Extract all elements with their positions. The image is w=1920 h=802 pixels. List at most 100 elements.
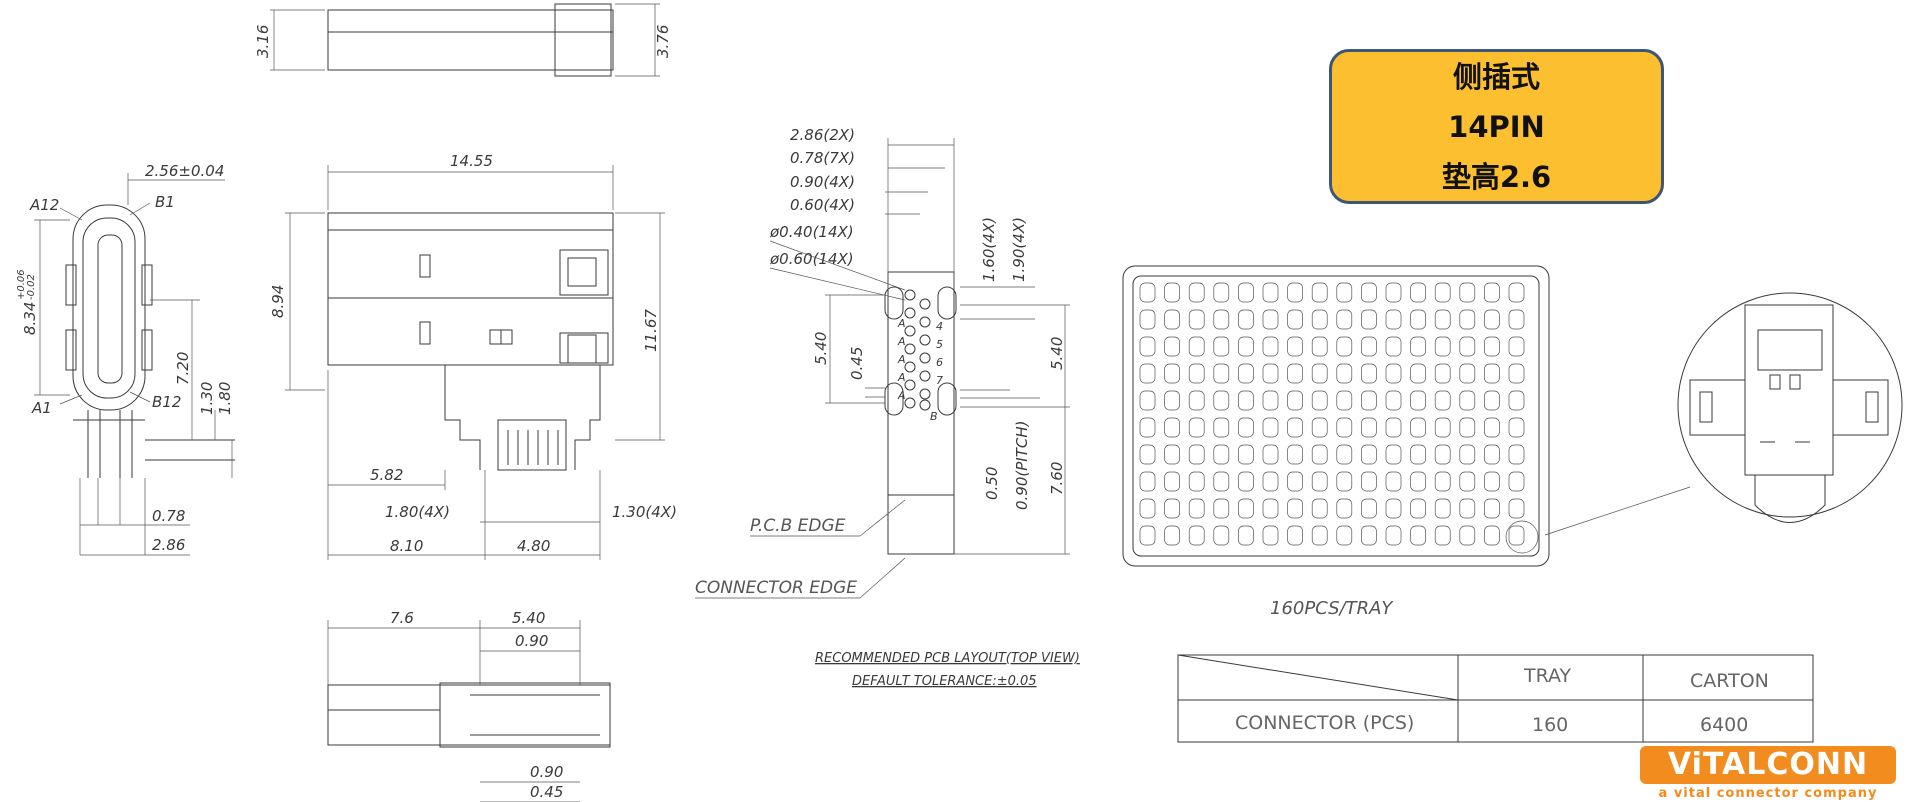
tray-pocket	[1287, 471, 1303, 492]
tray-pocket	[1484, 363, 1500, 384]
tray-pocket	[1385, 336, 1402, 357]
tray-pocket	[1361, 390, 1377, 411]
tray-pocket	[1459, 444, 1476, 465]
tray-pocket	[1139, 471, 1156, 492]
pcb-edge-label: P.C.B EDGE	[750, 516, 846, 536]
dim-11-67: 11.67	[642, 309, 660, 352]
tray-pocket	[1361, 498, 1377, 519]
pin-label: 6	[936, 356, 943, 369]
tray-pocket	[1213, 282, 1230, 303]
tray-pocket	[1311, 525, 1328, 546]
tray-pocket	[1262, 444, 1279, 465]
pin-label: 7	[936, 374, 943, 387]
tray-pocket	[1139, 390, 1156, 411]
tray-pocket	[1188, 525, 1205, 546]
tray-pocket	[1508, 471, 1525, 492]
tray-pocket	[1410, 498, 1426, 519]
pin-label: A	[897, 353, 906, 366]
tray-pocket	[1484, 309, 1500, 330]
tray-pocket	[1164, 525, 1180, 546]
pin-label: 5	[936, 338, 943, 351]
dim-8-34: 8.34	[21, 302, 39, 335]
tray-pocket	[1434, 525, 1451, 546]
tray-pocket	[1139, 309, 1156, 330]
tray-pocket	[1287, 525, 1303, 546]
tray-pocket	[1336, 417, 1353, 438]
tray-pocket	[1410, 336, 1426, 357]
pcb-dim-d0-60: ø0.60(14X)	[769, 250, 854, 268]
dim-3-16: 3.16	[254, 25, 272, 58]
pin-label: A	[897, 317, 906, 330]
pcb-dim-0-50: 0.50	[983, 467, 1001, 500]
tray-pocket	[1336, 336, 1353, 357]
tray-pocket	[1164, 471, 1180, 492]
tray-pocket	[1336, 390, 1353, 411]
tray-pocket	[1164, 336, 1180, 357]
tray-pocket	[1361, 336, 1377, 357]
top-side-view	[270, 3, 660, 77]
tray-pocket	[1508, 363, 1525, 384]
tray-pocket	[1484, 336, 1500, 357]
tray-pocket	[1311, 444, 1328, 465]
tray-pocket	[1434, 282, 1451, 303]
tray-pocket	[1188, 444, 1205, 465]
tray-pocket	[1361, 471, 1377, 492]
tray-pocket	[1213, 498, 1230, 519]
tray-pocket	[1238, 282, 1254, 303]
label-a12: A12	[29, 196, 59, 214]
dim-8-34-tol-up: +0.06	[16, 269, 27, 300]
tray-pocket	[1434, 444, 1451, 465]
tray-pocket	[1139, 282, 1156, 303]
tray-pocket	[1434, 363, 1451, 384]
pcb-dim-0-45: 0.45	[848, 347, 866, 380]
tray-pocket	[1484, 444, 1500, 465]
tray-pocket	[1385, 525, 1402, 546]
connector-edge-label: CONNECTOR EDGE	[695, 578, 857, 598]
badge-line-3: 垫高2.6	[1441, 159, 1552, 194]
tray-pocket	[1410, 363, 1426, 384]
dim-3-76: 3.76	[654, 25, 672, 58]
tray-pocket	[1484, 282, 1500, 303]
tray-pocket	[1336, 282, 1353, 303]
tray-pocket	[1361, 417, 1377, 438]
dim-8-34-tol-dn: -0.02	[26, 274, 37, 300]
tray-pocket	[1188, 417, 1205, 438]
tray-pocket	[1484, 417, 1500, 438]
tray-pocket	[1410, 309, 1426, 330]
tray-pocket	[1188, 498, 1205, 519]
badge-line-2: 14PIN	[1448, 109, 1545, 144]
tray-pocket	[1311, 282, 1328, 303]
pcb-dim-d0-40: ø0.40(14X)	[769, 223, 854, 241]
tray-pocket	[1508, 336, 1525, 357]
tray-pocket	[1410, 525, 1426, 546]
pin-label: A	[897, 335, 906, 348]
pin-label: 4	[936, 320, 943, 333]
tray-pocket	[1262, 336, 1279, 357]
tray-pocket	[1238, 471, 1254, 492]
tray-pocket	[1164, 282, 1180, 303]
tray-pocket	[1287, 336, 1303, 357]
tray-pocket	[1164, 363, 1180, 384]
tray-pocket	[1361, 282, 1377, 303]
tray-pocket	[1139, 363, 1156, 384]
tray-pocket	[1410, 471, 1426, 492]
tray-pocket	[1508, 498, 1525, 519]
tray-pocket	[1213, 390, 1230, 411]
tray-pocket	[1238, 417, 1254, 438]
logo-tagline: a vital connector company	[1658, 786, 1878, 801]
dim-0-78: 0.78	[152, 507, 185, 525]
tray-pocket	[1459, 363, 1476, 384]
pcb-dim-7-60: 7.60	[1048, 462, 1066, 495]
tray-pocket	[1188, 390, 1205, 411]
quantity-table	[1177, 654, 1814, 743]
tray-pocket	[1361, 444, 1377, 465]
dim-0-45: 0.45	[530, 783, 563, 801]
dim-8-10: 8.10	[390, 537, 423, 555]
tray-pocket	[1188, 471, 1205, 492]
tray-pocket	[1213, 309, 1230, 330]
tray-pocket	[1287, 282, 1303, 303]
tray-pocket	[1262, 471, 1279, 492]
tray-pocket	[1385, 417, 1402, 438]
tray-pocket	[1336, 471, 1353, 492]
dim-5-40: 5.40	[512, 609, 545, 627]
